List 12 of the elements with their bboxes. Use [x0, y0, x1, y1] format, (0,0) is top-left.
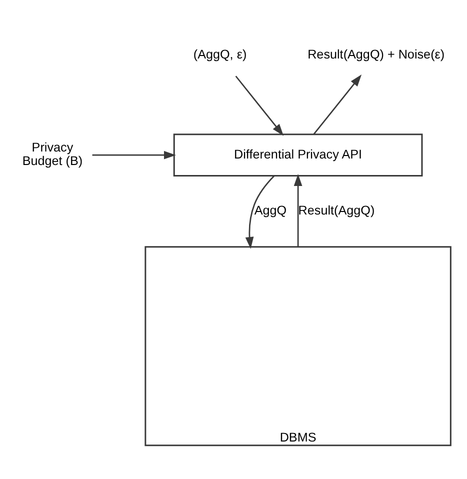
node-text: (AggQ, ε) [193, 46, 247, 61]
edge-label: Result(AggQ) [298, 203, 375, 218]
node-text: Privacy Budget (B) [22, 140, 83, 168]
arrow [245, 174, 275, 248]
node-box: Differential Privacy API [173, 133, 423, 176]
arrow [313, 74, 362, 134]
edge-label: AggQ [254, 203, 287, 218]
arrow [92, 150, 176, 159]
node-box: DBMS [144, 246, 452, 446]
arrow [235, 75, 284, 136]
node-text: Result(AggQ) + Noise(ε) [308, 46, 445, 61]
arrow [294, 173, 302, 246]
